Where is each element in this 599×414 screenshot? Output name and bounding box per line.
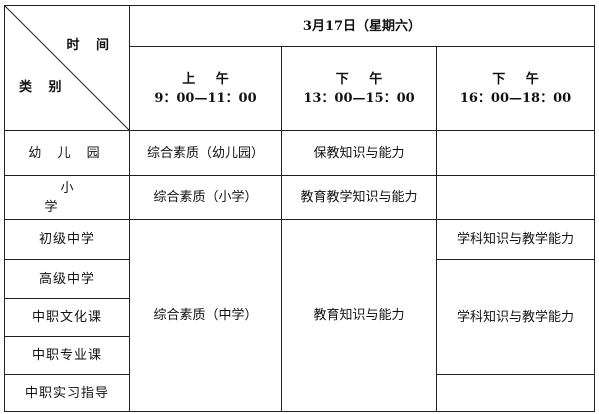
corner-header-cell: 时 间 类 别 <box>4 5 130 131</box>
category-kindergarten: 幼 儿 园 <box>4 130 130 176</box>
cell-senior-evening: 学科知识与教学能力 <box>436 259 595 375</box>
session-time: 13：00—15：00 <box>303 90 415 106</box>
cell-senior-evening-text: 学科知识与教学能力 <box>456 309 574 325</box>
diagonal-line <box>5 6 130 131</box>
session-label: 下 午 <box>335 71 391 87</box>
corner-time-label: 时 间 <box>66 38 115 53</box>
cell-middle-morning: 综合素质（中学） <box>129 219 282 412</box>
cell-middle-afternoon: 教育知识与能力 <box>281 219 437 412</box>
cell-kindergarten-evening <box>436 130 595 176</box>
category-primary-label: 小 学 <box>44 180 106 215</box>
cell-kindergarten-afternoon: 保教知识与能力 <box>281 130 437 176</box>
exam-schedule-table: 时 间 类 别 3月17日（星期六） 上 午 9：00—11：00 下 午 13… <box>4 5 595 412</box>
cell-junior-evening: 学科知识与教学能力 <box>436 219 595 260</box>
cell-practice-evening <box>436 374 595 412</box>
category-senior-middle: 高级中学 <box>4 259 130 299</box>
cell-junior-evening-text: 学科知识与教学能力 <box>456 232 574 247</box>
cell-primary-morning: 综合素质（小学） <box>129 175 282 220</box>
session-label: 下 午 <box>492 71 547 87</box>
session-time: 16：00—18：00 <box>459 90 572 106</box>
cell-primary-afternoon: 教育教学知识与能力 <box>281 175 437 220</box>
category-vocational-professional: 中职专业课 <box>4 336 130 375</box>
cell-primary-evening <box>436 175 595 220</box>
session-header-morning: 上 午 9：00—11：00 <box>129 46 282 131</box>
corner-category-label: 类 别 <box>19 80 68 95</box>
session-time: 9：00—11：00 <box>154 90 257 106</box>
session-header-afternoon-2: 下 午 16：00—18：00 <box>436 46 595 131</box>
cell-kindergarten-morning: 综合素质（幼儿园） <box>129 130 282 176</box>
session-label: 上 午 <box>182 71 237 87</box>
cell-primary-afternoon-text: 教育教学知识与能力 <box>300 190 418 205</box>
category-junior-middle: 初级中学 <box>4 219 130 260</box>
category-vocational-practice: 中职实习指导 <box>4 374 130 412</box>
session-header-afternoon-1: 下 午 13：00—15：00 <box>281 46 437 131</box>
category-vocational-culture: 中职文化课 <box>4 298 130 337</box>
exam-date-header: 3月17日（星期六） <box>129 5 595 47</box>
category-primary: 小 学 <box>4 175 130 220</box>
